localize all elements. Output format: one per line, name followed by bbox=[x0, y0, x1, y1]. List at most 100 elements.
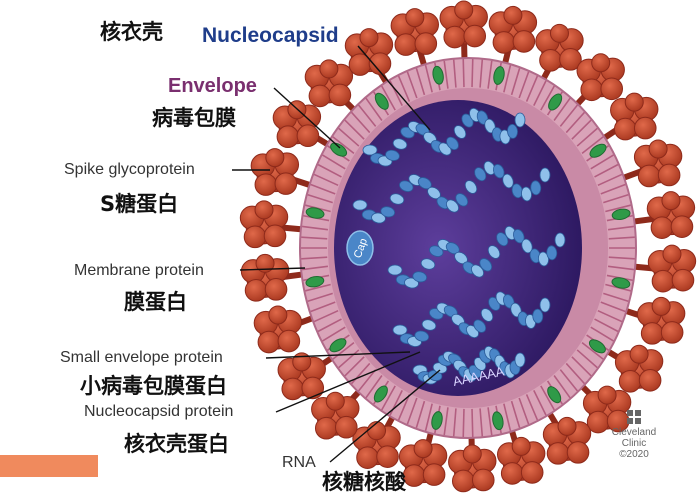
spike-protein bbox=[253, 305, 314, 354]
spike-protein bbox=[606, 344, 664, 393]
nucleocapsid-bead bbox=[420, 258, 436, 270]
envelope-stripe bbox=[471, 59, 474, 88]
envelope-stripe bbox=[322, 326, 346, 342]
membrane-proteins bbox=[305, 65, 631, 431]
envelope-stripe bbox=[518, 71, 530, 99]
envelope-stripe bbox=[462, 408, 465, 437]
nucleocapsid-bead bbox=[446, 136, 459, 151]
envelope-stripe bbox=[600, 183, 626, 195]
envelope-stripe bbox=[540, 85, 555, 111]
envelope-stripe bbox=[406, 397, 418, 425]
envelope-stripe bbox=[338, 349, 360, 369]
spike-protein bbox=[398, 430, 448, 487]
membrane-protein bbox=[374, 92, 389, 110]
spike-protein bbox=[272, 100, 330, 149]
brand-line1: Cleveland bbox=[611, 427, 657, 438]
envelope-stripe bbox=[381, 85, 396, 111]
envelope-stripe bbox=[452, 59, 457, 88]
envelope-stripe bbox=[571, 119, 592, 140]
envelope-stripe bbox=[540, 385, 555, 411]
nucleocapsid-bead bbox=[446, 199, 459, 213]
nucleocapsid-bead bbox=[546, 245, 558, 261]
envelope-stripe bbox=[452, 408, 457, 437]
line-rna bbox=[329, 369, 441, 463]
envelope-stripe bbox=[301, 236, 328, 240]
envelope-stripe bbox=[503, 65, 512, 93]
membrane-protein bbox=[611, 208, 631, 220]
nucleocapsid-bead bbox=[399, 180, 414, 192]
spike-protein bbox=[574, 53, 625, 107]
nucleocapsid-bead bbox=[455, 193, 469, 207]
membrane-protein bbox=[547, 386, 562, 404]
envelope-stripe bbox=[608, 256, 635, 260]
envelope-stripe bbox=[576, 349, 598, 369]
envelope-stripe bbox=[322, 154, 346, 170]
spike-proteins bbox=[239, 0, 697, 493]
spike-protein bbox=[625, 296, 686, 345]
nucleocapsid-bead bbox=[532, 308, 544, 324]
nucleocapsid-bead bbox=[474, 167, 487, 182]
cleveland-clinic-logo: Cleveland Clinic ©2020 bbox=[603, 410, 665, 460]
spike-protein bbox=[250, 148, 311, 196]
label-spike-zh: S糖蛋白 bbox=[100, 192, 179, 216]
nucleocapsid-bead bbox=[479, 258, 493, 272]
label-spike-en: Spike glycoprotein bbox=[64, 161, 195, 178]
brand-line2: Clinic bbox=[621, 438, 647, 449]
brand-year: ©2020 bbox=[619, 449, 649, 460]
nucleocapsid-bead bbox=[380, 206, 396, 218]
label-nc-protein-en: Nucleocapsid protein bbox=[84, 403, 234, 420]
nucleocapsid-bead bbox=[362, 144, 378, 156]
spike-protein bbox=[535, 23, 584, 82]
spike-protein bbox=[448, 435, 497, 493]
envelope-stripe bbox=[424, 65, 433, 93]
nucleocapsid-bead bbox=[480, 308, 494, 322]
spike-protein bbox=[496, 428, 546, 485]
nucleocapsid-bead bbox=[392, 138, 408, 150]
envelope-stripe bbox=[600, 301, 626, 313]
nucleocapsid-bead bbox=[502, 173, 514, 189]
spike-protein bbox=[239, 200, 302, 249]
envelope-stripe bbox=[559, 104, 578, 127]
envelope-stripe bbox=[597, 309, 623, 323]
nucleocapsid-bead bbox=[473, 319, 487, 333]
orange-highlight-bar bbox=[0, 455, 98, 477]
line-nc-protein bbox=[275, 351, 421, 413]
label-membrane-en: Membrane protein bbox=[74, 262, 204, 279]
nucleocapsid-bead bbox=[412, 271, 428, 283]
spike-protein bbox=[634, 244, 697, 293]
nucleocapsid-bead bbox=[385, 149, 400, 161]
nucleocapsid-helix bbox=[352, 107, 566, 385]
spike-protein bbox=[579, 383, 632, 434]
envelope-stripe bbox=[406, 71, 418, 99]
label-rna-zh: 核糖核酸 bbox=[322, 470, 406, 494]
envelope-stripe bbox=[397, 75, 411, 102]
line-small-envelope bbox=[265, 351, 411, 359]
nucleocapsid-bead bbox=[521, 238, 533, 254]
spike-protein bbox=[390, 8, 440, 68]
label-nucleocapsid-zh: 核衣壳 bbox=[100, 20, 163, 44]
envelope-stripe bbox=[597, 173, 623, 187]
envelope-stripe bbox=[317, 318, 342, 333]
nucleocapsid-bead bbox=[429, 245, 444, 257]
nucleocapsid-bead bbox=[352, 199, 368, 211]
envelope-stripe bbox=[487, 60, 493, 89]
envelope-stripe bbox=[479, 59, 484, 88]
envelope-stripe bbox=[301, 265, 329, 271]
label-rna-en: RNA bbox=[282, 454, 316, 471]
nucleocapsid-bead bbox=[507, 124, 518, 139]
envelope-stripe bbox=[344, 119, 365, 140]
nucleocapsid-bead bbox=[539, 297, 551, 313]
membrane-protein bbox=[589, 143, 607, 158]
envelope-stripe bbox=[594, 318, 619, 333]
label-membrane-zh: 膜蛋白 bbox=[124, 290, 187, 314]
membrane-protein bbox=[330, 142, 348, 157]
envelope-stripe bbox=[594, 163, 619, 178]
label-nc-protein-zh: 核衣壳蛋白 bbox=[124, 432, 229, 456]
envelope-stripe bbox=[301, 225, 329, 231]
nucleocapsid-bead bbox=[554, 232, 566, 248]
spike-protein bbox=[439, 0, 488, 61]
envelope-stripe bbox=[605, 204, 631, 213]
line-nucleocapsid bbox=[357, 45, 431, 131]
envelope-stripe bbox=[310, 183, 336, 195]
